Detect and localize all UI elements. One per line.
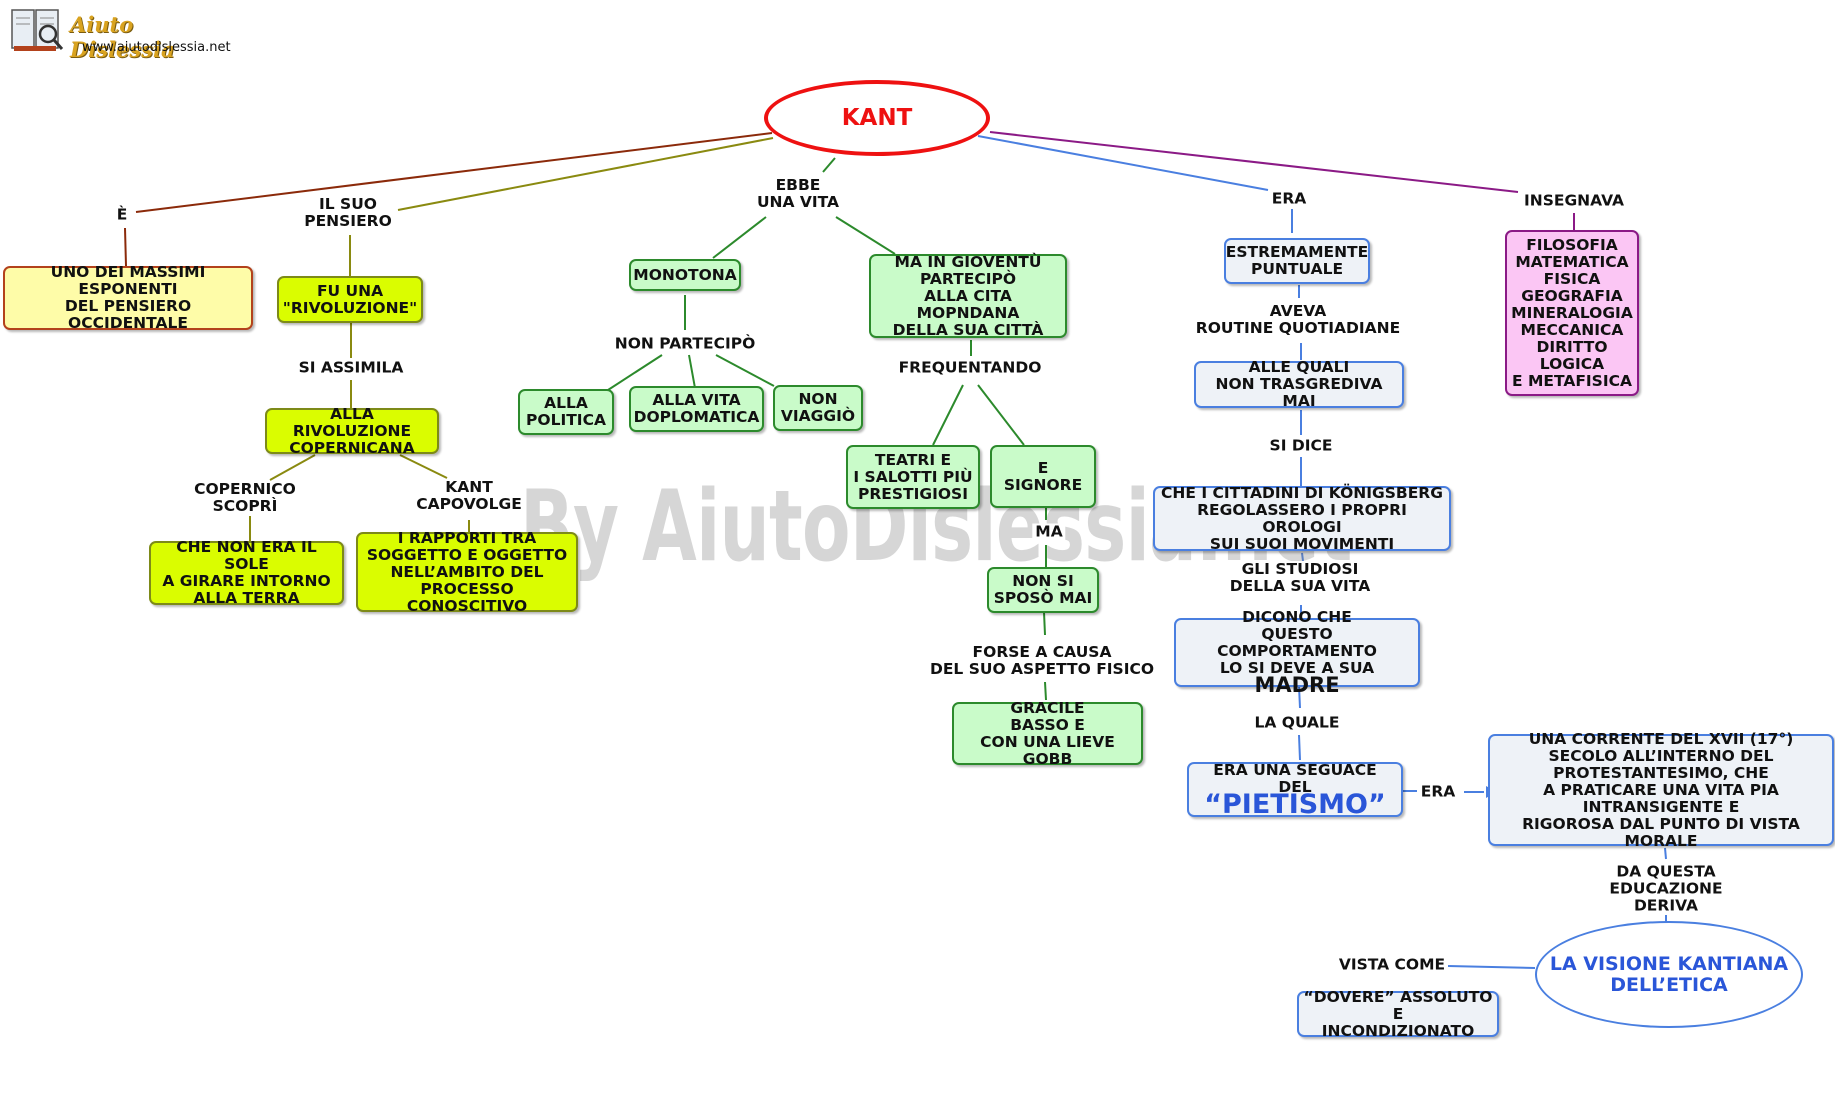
label-il-suo-pensiero: IL SUO PENSIERO (301, 196, 395, 230)
node-cittadini-konigsberg[interactable]: CHE I CITTADINI DI KÖNIGSBERG REGOLASSER… (1153, 484, 1451, 552)
node-corrente-xvii-secolo[interactable]: UNA CORRENTE DEL XVII (17°) SECOLO ALL’I… (1488, 730, 1834, 849)
label-non-partecipo: NON PARTECIPÒ (611, 335, 759, 353)
node-ma-in-gioventu[interactable]: MA IN GIOVENTÙ PARTECIPÒ ALLA CITA MOPND… (869, 253, 1067, 338)
label-ebbe-una-vita: EBBE UNA VITA (753, 177, 843, 211)
label-copernico-scopri: COPERNICO SCOPRÌ (191, 481, 299, 515)
seguace-text: ERA UNA SEGUACE DEL “PIETISMO” (1204, 761, 1386, 820)
book-icon (11, 9, 64, 51)
root-node[interactable]: KANT (764, 80, 990, 156)
logo-url[interactable]: www.aiutodislessia.net (82, 40, 231, 55)
madre-text: MADRE (1254, 673, 1340, 697)
node-fu-una-rivoluzione[interactable]: FU UNA "RIVOLUZIONE" (277, 276, 423, 323)
label-la-quale: LA QUALE (1251, 714, 1343, 732)
node-estremamente-puntuale[interactable]: ESTREMAMENTE PUNTUALE (1224, 238, 1370, 284)
label-ma: MA (1032, 523, 1066, 541)
label-da-questa-educazione: DA QUESTA EDUCAZIONE DERIVA (1606, 863, 1726, 915)
label-era: ERA (1268, 190, 1310, 208)
node-dovere-assoluto[interactable]: “DOVERE” ASSOLUTO E INCONDIZIONATO (1297, 988, 1499, 1039)
node-rapporti-soggetto-oggetto[interactable]: I RAPPORTI TRA SOGGETTO E OGGETTO NELL’A… (356, 529, 578, 614)
label-si-dice: SI DICE (1266, 437, 1336, 455)
logo[interactable]: Aiuto Dislessia www.aiutodislessia.net (10, 6, 231, 62)
label-insegnava: INSEGNAVA (1520, 192, 1628, 210)
node-non-era-il-sole[interactable]: CHE NON ERA IL SOLE A GIRARE INTORNO ALL… (149, 539, 344, 607)
dicono-text: DICONO CHE QUESTO COMPORTAMENTO LO SI DE… (1217, 608, 1377, 697)
node-non-si-sposo-mai[interactable]: NON SI SPOSÒ MAI (987, 567, 1099, 613)
label-kant-capovolge: KANT CAPOVOLGE (413, 479, 525, 513)
visione-text: LA VISIONE KANTIANA DELL’ETICA (1549, 952, 1789, 996)
label-gli-studiosi: GLI STUDIOSI DELLA SUA VITA (1226, 561, 1374, 595)
node-vita-diplomatica[interactable]: ALLA VITA DOPLOMATICA (629, 386, 764, 432)
node-seguace-pietismo[interactable]: ERA UNA SEGUACE DEL “PIETISMO” (1187, 761, 1403, 820)
logo-title: Aiuto Dislessia (70, 12, 175, 62)
node-alle-quali[interactable]: ALLE QUALI NON TRASGREDIVA MAI (1194, 359, 1404, 410)
label-aveva-routine: AVEVA ROUTINE QUOTIADIANE (1192, 303, 1404, 337)
root-text: KANT (841, 105, 913, 131)
node-e-signore[interactable]: E SIGNORE (990, 445, 1096, 508)
node-dicono-che[interactable]: DICONO CHE QUESTO COMPORTAMENTO LO SI DE… (1174, 609, 1420, 696)
node-monotona[interactable]: MONOTONA (629, 259, 741, 291)
label-e: È (113, 206, 131, 224)
node-teatri-salotti[interactable]: TEATRI E I SALOTTI PIÙ PRESTIGIOSI (846, 445, 980, 509)
pietismo-text: “PIETISMO” (1204, 789, 1386, 820)
node-gracile-basso[interactable]: GRACILE BASSO E CON UNA LIEVE GOBB (952, 699, 1143, 767)
node-visione-kantiana[interactable]: LA VISIONE KANTIANA DELL’ETICA (1535, 921, 1803, 1028)
node-materie-insegnate[interactable]: FILOSOFIA MATEMATICA FISICA GEOGRAFIA MI… (1505, 230, 1639, 396)
label-vista-come: VISTA COME (1335, 956, 1449, 974)
label-frequentando: FREQUENTANDO (895, 359, 1045, 377)
node-alla-politica[interactable]: ALLA POLITICA (518, 389, 614, 435)
node-rivoluzione-copernicana[interactable]: ALLA RIVOLUZIONE COPERNICANA (265, 405, 439, 456)
label-era-2: ERA (1417, 783, 1459, 801)
node-massimi-esponenti[interactable]: UNO DEI MASSIMI ESPONENTI DEL PENSIERO O… (3, 264, 253, 332)
label-forse-a-causa: FORSE A CAUSA DEL SUO ASPETTO FISICO (926, 644, 1158, 678)
node-non-viaggio[interactable]: NON VIAGGIÒ (773, 385, 863, 431)
label-si-assimila: SI ASSIMILA (295, 359, 407, 377)
